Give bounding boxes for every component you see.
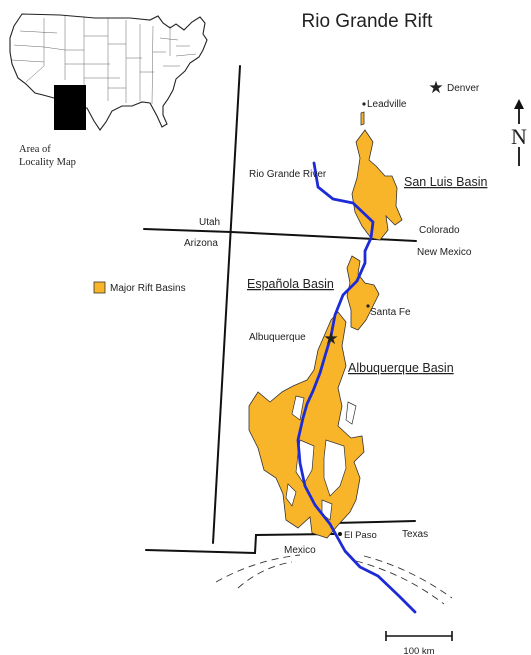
san-luis-basin [351,129,403,241]
state-labels: Utah Arizona Colorado New Mexico Texas M… [184,217,472,556]
city-dot-icon [362,102,366,106]
state-label-new-mexico: New Mexico [417,247,472,258]
label-albuquerque: Albuquerque [249,332,306,343]
cities: ★ Denver Leadville Santa Fe ★ Albuquerqu… [249,78,480,541]
river-label: Rio Grande River [249,169,327,180]
label-el-paso: El Paso [344,530,377,541]
texas-newmexico-line [333,520,416,524]
us-mexico-border [145,533,335,555]
scale-bar-line [385,631,453,641]
city-denver: ★ Denver [428,78,480,97]
basin-label-espanola: Española Basin [247,277,334,291]
utah-arizona-line [143,228,232,233]
state-label-colorado: Colorado [419,225,460,236]
city-leadville: Leadville [362,99,407,110]
inset-state-lines [11,16,197,105]
city-albuquerque: ★ Albuquerque [249,329,339,348]
city-dot-icon [366,304,370,308]
mexico-boundary-dashed [215,554,453,605]
city-santa-fe: Santa Fe [366,304,411,318]
label-santa-fe: Santa Fe [370,307,411,318]
scale-bar: 100 km [385,631,453,655]
boundaries [143,65,417,555]
basin-inner-gaps [285,395,357,521]
state-label-utah: Utah [199,217,220,228]
basin-label-san-luis: San Luis Basin [404,175,487,189]
legend-label: Major Rift Basins [110,283,186,294]
colorado-newmexico-line [230,231,417,242]
inset-caption-line2: Locality Map [19,157,76,168]
city-dot-icon [338,532,342,536]
scale-bar-label: 100 km [403,646,434,655]
north-arrow: N [511,99,527,166]
albuquerque-basin [248,311,365,539]
inset-caption-line1: Area of [19,144,51,155]
inset-locality-box [54,85,86,130]
basin-label-albuquerque: Albuquerque Basin [348,361,454,375]
rio-grande-river [296,161,417,614]
legend-swatch [93,281,106,294]
arrow-head-icon [514,99,524,109]
star-icon: ★ [323,329,338,348]
north-letter: N [511,124,527,149]
map-title: Rio Grande Rift [302,11,434,32]
label-leadville: Leadville [367,99,407,110]
state-label-arizona: Arizona [184,238,218,249]
legend: Major Rift Basins [93,281,186,294]
state-label-texas: Texas [402,529,428,540]
label-denver: Denver [447,83,480,94]
arizona-newmexico-line [212,65,241,544]
country-label-mexico: Mexico [284,545,316,556]
star-icon: ★ [428,78,443,97]
leadville-basin-strip [360,111,365,126]
city-el-paso: El Paso [338,530,377,541]
inset-us-map: Area of Locality Map [9,13,208,168]
us-outline [9,13,208,131]
